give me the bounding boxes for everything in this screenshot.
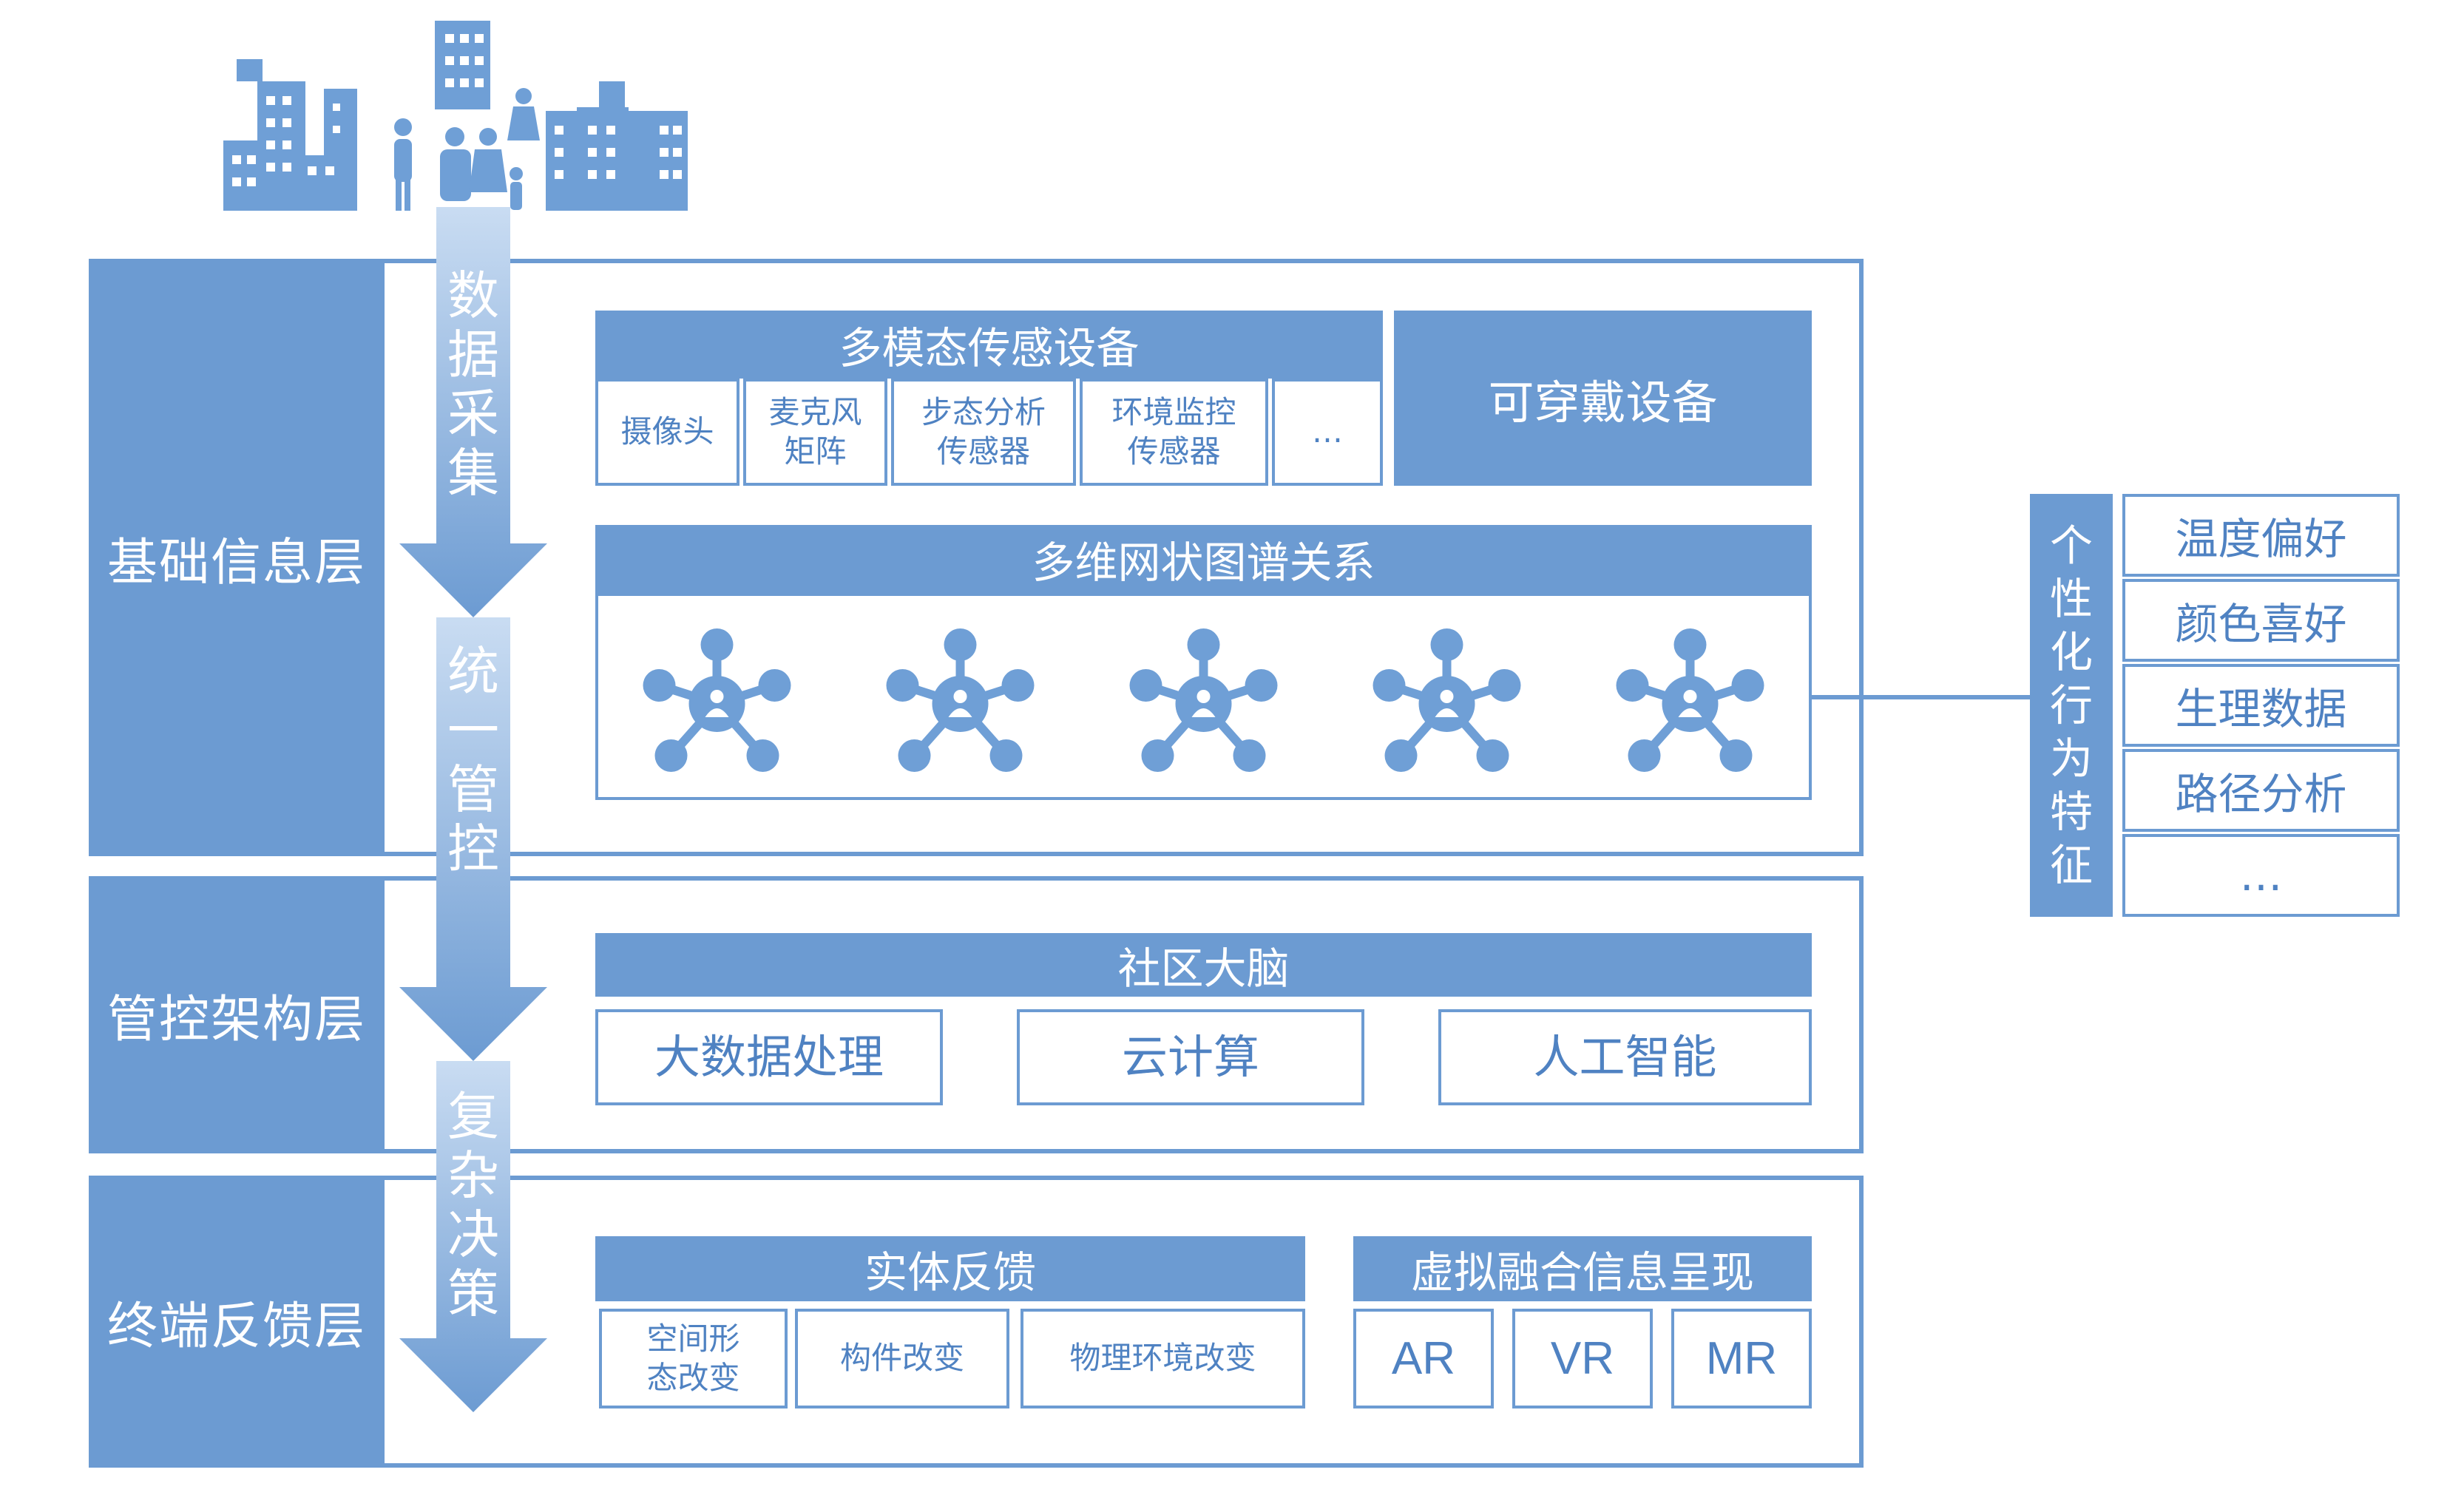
sensor-item-more: …	[1272, 379, 1383, 486]
network-node-icon	[1129, 628, 1278, 772]
flow-text-decide: 复杂决策	[447, 1086, 499, 1324]
network-node-icon	[1373, 628, 1521, 772]
brain-item-cloud: 云计算	[1017, 1009, 1364, 1105]
virtual-title: 虚拟融合信息呈现	[1353, 1236, 1812, 1301]
virtual-item-mr: MR	[1671, 1309, 1812, 1408]
sensor-item-mic: 麦克风矩阵	[743, 379, 887, 486]
behavior-item-physio: 生理数据	[2122, 664, 2400, 747]
network-node-icon	[1616, 628, 1764, 772]
brain-item-bigdata: 大数据处理	[595, 1009, 943, 1105]
wearable-box: 可穿戴设备	[1394, 311, 1812, 486]
behavior-item-temp: 温度偏好	[2122, 494, 2400, 577]
sensor-item-gait: 步态分析传感器	[891, 379, 1076, 486]
terminal-layer-label: 终端反馈层	[89, 1176, 385, 1468]
brain-item-ai: 人工智能	[1438, 1009, 1812, 1105]
sensor-item-camera: 摄像头	[595, 379, 739, 486]
control-layer-label: 管控架构层	[89, 876, 385, 1153]
virtual-item-ar: AR	[1353, 1309, 1494, 1408]
virtual-item-vr: VR	[1512, 1309, 1653, 1408]
brain-title: 社区大脑	[595, 933, 1812, 997]
sensor-item-env: 环境监控传感器	[1080, 379, 1268, 486]
graph-nodes	[643, 628, 1764, 772]
network-node-icon	[643, 628, 791, 772]
physical-item-env: 物理环境改变	[1021, 1309, 1305, 1408]
behavior-item-color: 颜色喜好	[2122, 579, 2400, 662]
basic-layer-label: 基础信息层	[89, 259, 385, 856]
flow-text-manage: 统一管控	[447, 641, 499, 879]
physical-title: 实体反馈	[595, 1236, 1305, 1301]
physical-item-space: 空间形态改变	[599, 1309, 788, 1408]
connector-line	[1812, 695, 2030, 699]
flow-arrow	[399, 207, 547, 1412]
behavior-item-more: …	[2122, 834, 2400, 917]
flow-text-collect: 数据采集	[447, 265, 499, 504]
behavior-item-path: 路径分析	[2122, 749, 2400, 832]
city-people-icon	[223, 21, 688, 211]
graph-title: 多维网状图谱关系	[595, 525, 1812, 593]
behavior-title: 个性化行为特征	[2030, 494, 2113, 917]
sensors-title: 多模态传感设备	[595, 311, 1383, 379]
network-node-icon	[886, 628, 1035, 772]
physical-item-component: 构件改变	[795, 1309, 1009, 1408]
